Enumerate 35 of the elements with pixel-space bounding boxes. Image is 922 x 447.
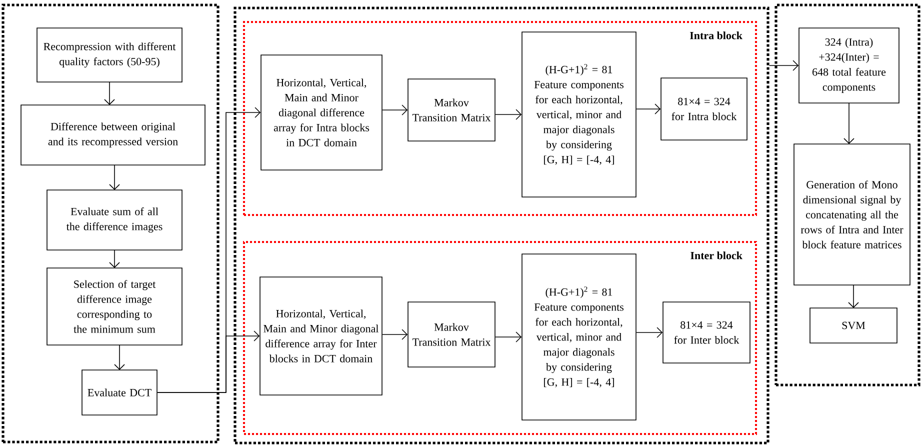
process-box: 81×4 = 324 for Intra block bbox=[660, 78, 748, 140]
process-box: SVM bbox=[810, 308, 898, 344]
arrow bbox=[382, 104, 408, 116]
arrow bbox=[157, 330, 260, 393]
arrow bbox=[114, 344, 125, 370]
process-box: 324 (Intra) +324(Inter) = 648 total feature components bbox=[798, 28, 900, 104]
group-frame bbox=[2, 4, 220, 444]
process-box: Evaluate DCT bbox=[82, 370, 158, 416]
process-box: Recompression with different quality factors (50-95) bbox=[36, 28, 182, 82]
process-box: Evaluate sum of all the difference images bbox=[46, 190, 182, 250]
arrow bbox=[109, 250, 120, 268]
block-heading: Inter block bbox=[690, 252, 742, 260]
process-box: Selection of target difference image corresponding to the minimum sum bbox=[46, 268, 182, 346]
arrow bbox=[104, 82, 115, 105]
arrow bbox=[636, 104, 661, 114]
group-frame bbox=[234, 6, 770, 444]
process-box: (H-G+1)$^{2}$ = 81 Feature components for each horizontal, vertical, minor and major diagonals by considering [G, H] = [-4, 4] bbox=[522, 32, 636, 198]
process-box: Markov Transition Matrix bbox=[408, 78, 496, 142]
process-box: 81×4 = 324 for Inter block bbox=[662, 302, 750, 364]
process-box: Horizontal, Vertical, Main and Minor diagonal difference array for Inter blocks in DCT domain bbox=[260, 276, 382, 396]
arrow bbox=[636, 327, 663, 338]
arrow bbox=[382, 329, 408, 340]
process-box: Horizontal, Vertical, Main and Minor diagonal difference array for Intra blocks in DCT domain bbox=[260, 54, 382, 170]
process-box: Difference between original and its recompressed version bbox=[20, 104, 206, 166]
arrow bbox=[768, 60, 799, 71]
process-box: Markov Transition Matrix bbox=[408, 302, 496, 368]
process-box: Generation of Mono dimensional signal by concatenating all the rows of Intra and Inter block feature matrices bbox=[794, 144, 910, 286]
block-heading: Intra block bbox=[690, 32, 742, 40]
group-frame bbox=[774, 4, 920, 386]
arrow bbox=[848, 284, 859, 308]
arrow bbox=[109, 164, 120, 190]
process-box: (H-G+1)$^{2}$ = 81 Feature components for each horizontal, vertical, minor and major diagonals by considering [G, H] = [-4, 4] bbox=[522, 254, 636, 420]
arrow bbox=[844, 102, 854, 144]
arrow bbox=[495, 332, 522, 342]
arrow bbox=[495, 109, 522, 120]
